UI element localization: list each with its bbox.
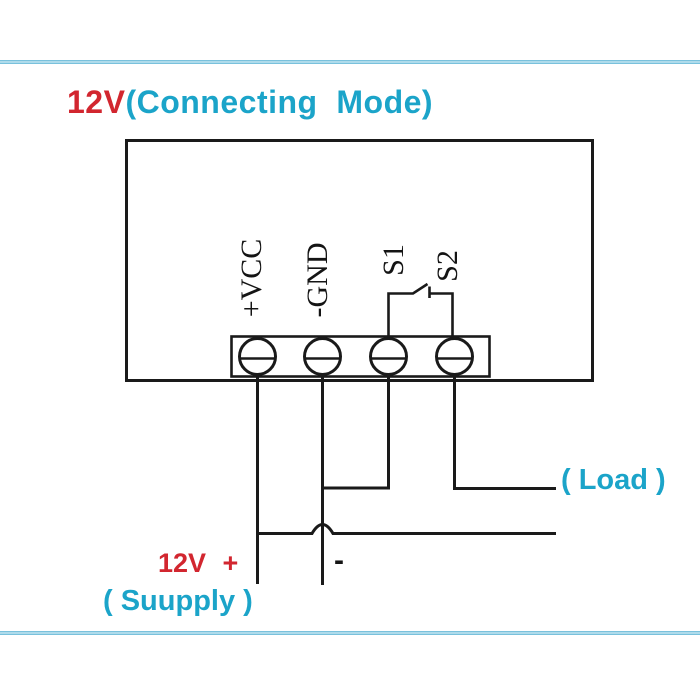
title-voltage: 12V — [67, 84, 126, 120]
module-outline — [125, 139, 594, 382]
screw-terminal-icon — [369, 337, 408, 376]
screw-terminal-icon — [303, 337, 342, 376]
terminal-label-gnd: -GND — [301, 242, 334, 318]
bottom-border-line — [0, 631, 700, 635]
screw-terminal-icon — [238, 337, 277, 376]
screw-terminal-icon — [435, 337, 474, 376]
terminal-label-s1: S1 — [377, 244, 410, 276]
supply-positive-label: 12V + — [158, 548, 239, 578]
page-title: 12V(Connecting Mode) — [67, 84, 433, 121]
switch-icon — [387, 282, 454, 340]
top-border-line — [0, 60, 700, 64]
s1-wire — [322, 372, 390, 490]
title-mode: (Connecting Mode) — [125, 84, 434, 120]
s2-wire — [453, 372, 556, 490]
load-label: ( Load ) — [561, 464, 666, 496]
supply-negative-label: - — [334, 544, 344, 577]
terminal-label-s2: S2 — [431, 250, 464, 282]
terminal-label-vcc: +VCC — [235, 238, 268, 318]
supply-positive-rail — [257, 523, 556, 535]
supply-name-label: ( Suupply ) — [103, 585, 253, 617]
